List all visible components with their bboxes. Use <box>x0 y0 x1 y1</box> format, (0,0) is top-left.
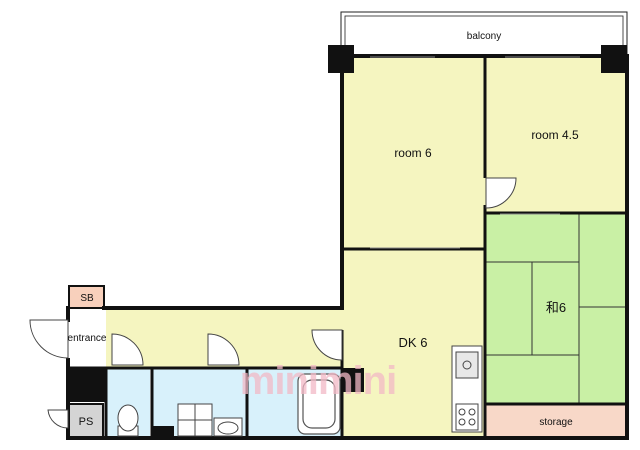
dk-6-label: DK 6 <box>399 335 428 350</box>
entrance-label: entrance <box>68 333 107 344</box>
room-4-5-label: room 4.5 <box>531 128 579 142</box>
sb-label: SB <box>80 293 94 304</box>
columns <box>68 45 627 438</box>
entrance-floor <box>68 309 106 368</box>
balcony-area <box>340 11 628 57</box>
balcony-label: balcony <box>467 31 501 42</box>
watermark: minimini <box>240 359 396 403</box>
washitsu-6-label: 和6 <box>546 300 566 315</box>
kitchen-counter <box>451 345 483 433</box>
room-6-label: room 6 <box>394 146 432 160</box>
sb-box <box>68 285 105 309</box>
bathtub <box>297 373 341 435</box>
washitsu-floor <box>486 214 627 404</box>
storage-floor <box>486 404 627 438</box>
room-6-floor <box>342 57 485 249</box>
toilet <box>117 404 139 437</box>
storage-label: storage <box>539 417 573 428</box>
ps-label: PS <box>79 416 94 428</box>
doors <box>29 177 517 429</box>
windows <box>370 56 580 249</box>
washroom-fixtures <box>177 403 243 437</box>
